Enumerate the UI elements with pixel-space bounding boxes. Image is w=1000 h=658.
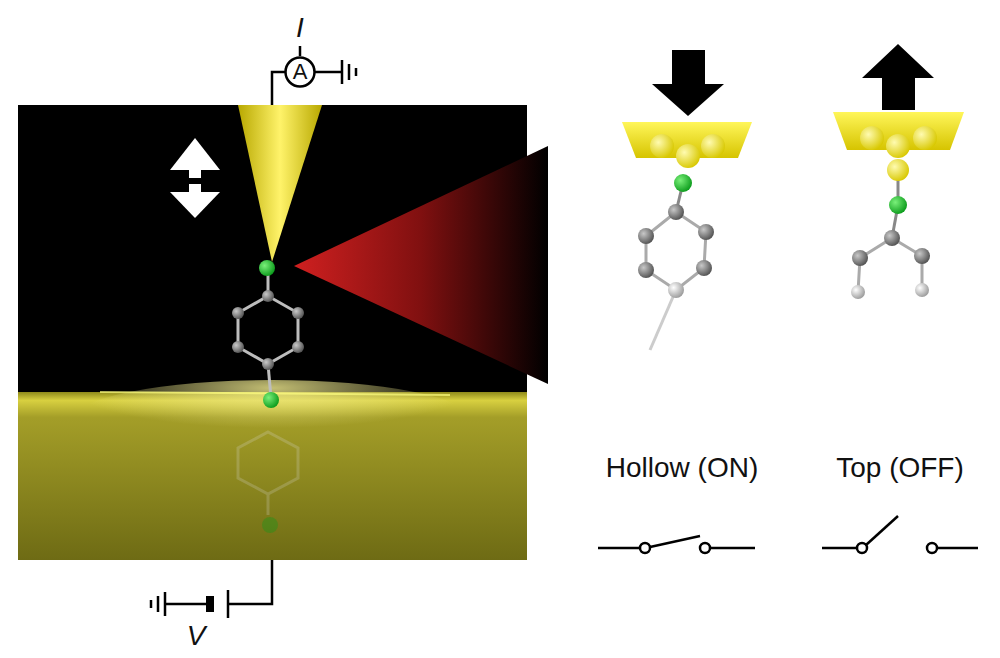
ammeter-circle: A [284,56,316,88]
voltage-symbol: V [187,622,206,650]
current-symbol: I [296,14,304,42]
meter-letter: A [293,61,308,83]
state-label: Top (OFF) [836,454,964,482]
state-label: Hollow (ON) [606,454,758,482]
